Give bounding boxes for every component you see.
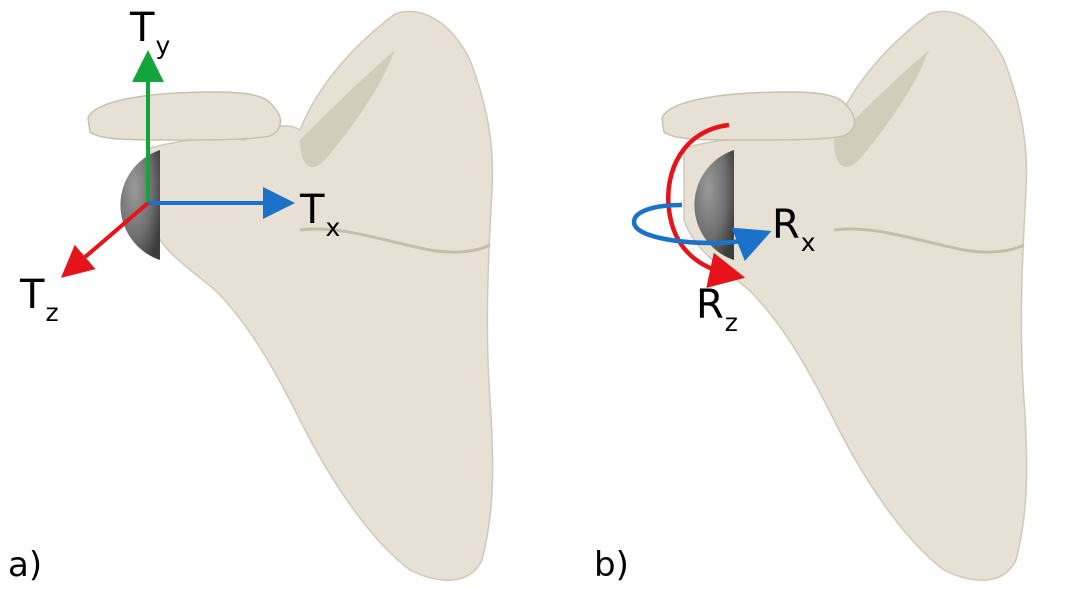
panel-a: Ty Tx Tz a) [0,0,534,589]
tz-label: Tz [20,275,58,315]
scapula-rotation-diagram [534,0,1068,589]
scapula-translation-diagram [0,0,534,589]
panel-label-b: b) [594,548,629,582]
panel-b: Rx Rz b) [534,0,1068,589]
acromion [88,92,280,140]
rz-label: Rz [696,285,737,325]
tx-label: Tx [300,190,339,230]
ty-label: Ty [130,8,169,48]
panel-label-a: a) [8,548,42,582]
rx-label: Rx [772,205,815,245]
acromion [662,92,854,140]
